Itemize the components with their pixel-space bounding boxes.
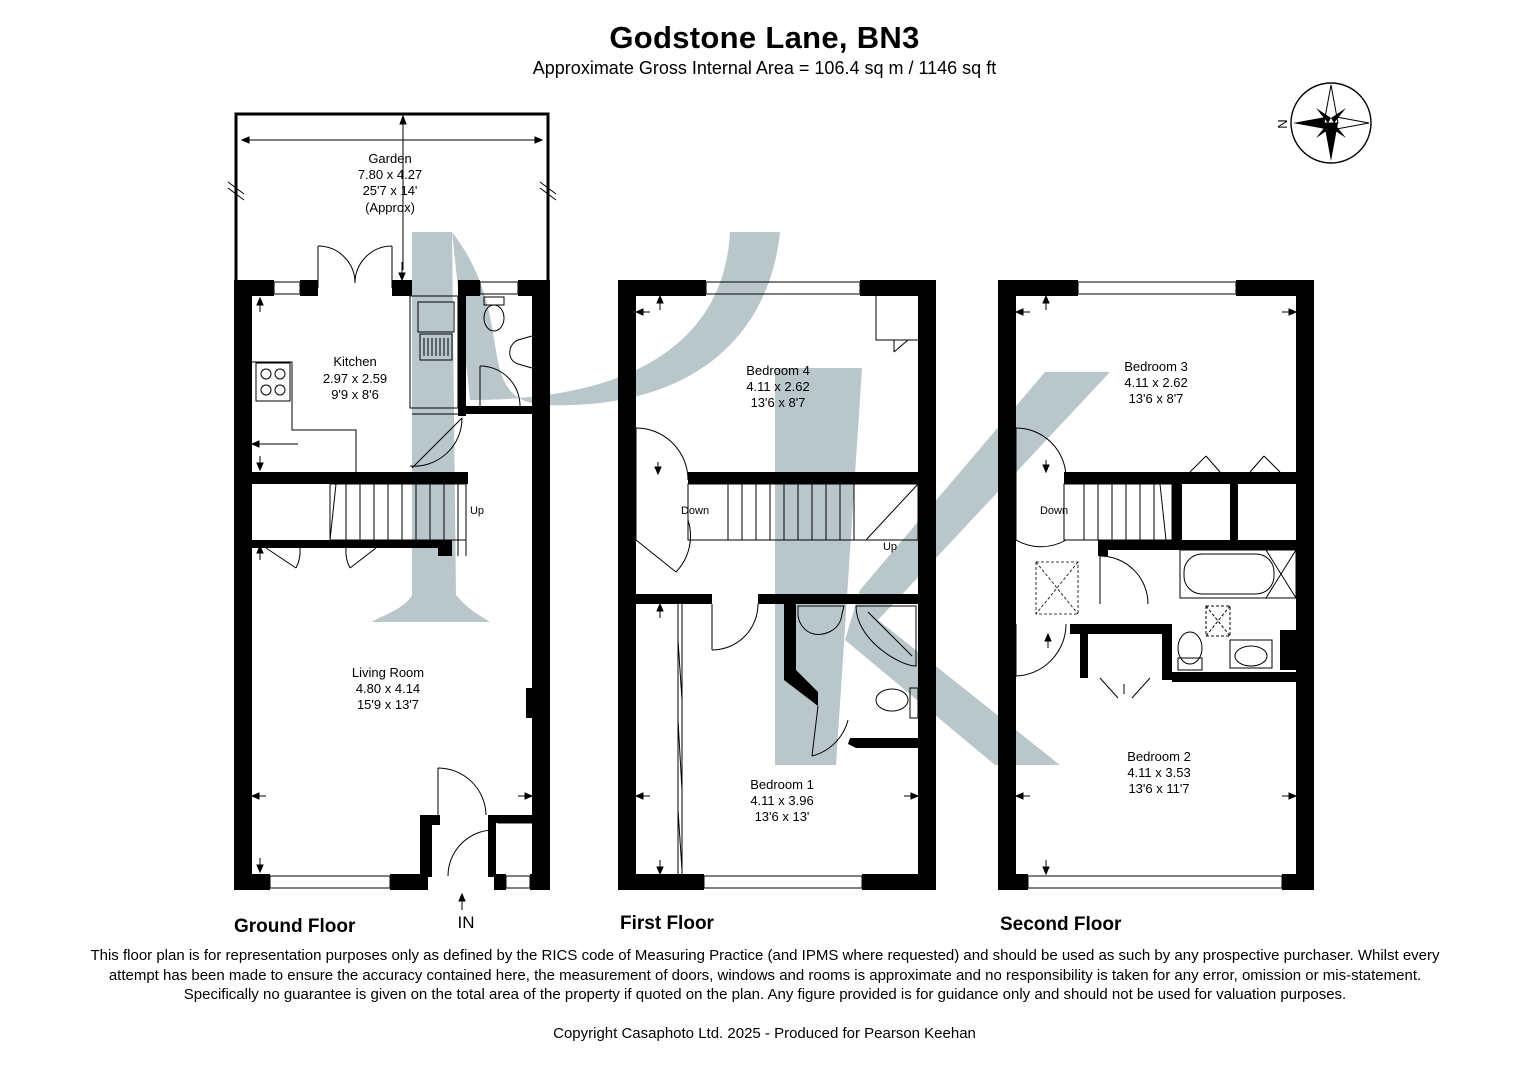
copyright-text: Copyright Casaphoto Ltd. 2025 - Produced… <box>553 1025 976 1042</box>
bedroom3-imperial: 13'6 x 8'7 <box>1129 391 1184 406</box>
first-dimension-arrows <box>634 294 920 876</box>
understairs-cupboard-doors <box>265 547 377 569</box>
ground-wc <box>479 296 533 407</box>
front-door <box>437 767 495 877</box>
entrance-label: IN <box>458 913 475 932</box>
first-floor-windows <box>703 281 863 889</box>
kitchen-door <box>409 413 463 469</box>
bedroom4-metric: 4.11 x 2.62 <box>746 379 809 394</box>
second-dimension-arrows <box>1014 294 1298 876</box>
ground-floor-label: Ground Floor <box>234 916 356 937</box>
kitchen-imperial: 9'9 x 8'6 <box>331 387 379 402</box>
living-room-metric: 4.80 x 4.14 <box>356 681 420 696</box>
second-skylight <box>1035 561 1079 615</box>
compass-rose-icon <box>1290 82 1372 164</box>
ground-dimension-arrows <box>250 262 534 910</box>
bedroom1-name: Bedroom 1 <box>750 777 814 792</box>
bedroom2-metric: 4.11 x 3.53 <box>1127 765 1190 780</box>
garden-outline <box>234 112 550 280</box>
garden-name: Garden <box>368 151 411 166</box>
bedroom1-door <box>711 603 759 651</box>
first-floor-label: First Floor <box>620 913 714 934</box>
second-floor-label: Second Floor <box>1000 914 1122 935</box>
living-room-name: Living Room <box>352 665 424 680</box>
ground-floor-windows <box>269 281 533 889</box>
kitchen-name: Kitchen <box>333 354 376 369</box>
garden-imperial: 25'7 x 14' <box>363 183 418 198</box>
bedroom2-imperial: 13'6 x 11'7 <box>1128 781 1189 796</box>
watermark-logo <box>372 232 1110 765</box>
room-labels: Garden 7.80 x 4.27 25'7 x 14' (Approx) K… <box>323 151 1191 932</box>
compass-north-label: N <box>1275 119 1290 128</box>
garden-dimension-arrows <box>227 114 557 270</box>
bedroom4-imperial: 13'6 x 8'7 <box>751 395 806 410</box>
second-bathroom <box>1177 549 1297 671</box>
bedroom1-metric: 4.11 x 3.96 <box>750 793 813 808</box>
first-floor-plan <box>618 280 936 890</box>
garden-note: (Approx) <box>365 200 415 215</box>
plan-title: Godstone Lane, BN3 <box>609 20 920 55</box>
garden-metric: 7.80 x 4.27 <box>358 167 422 182</box>
first-landing-door <box>635 427 692 573</box>
kitchen-units <box>252 295 459 472</box>
bedroom1-wardrobes <box>677 604 683 874</box>
bedroom4-cupboard <box>875 296 918 353</box>
kitchen-metric: 2.97 x 2.59 <box>323 371 387 386</box>
second-floor-plan <box>998 280 1314 890</box>
second-floor-walls <box>998 280 1314 890</box>
ground-stairs <box>329 483 467 556</box>
living-room-imperial: 15'9 x 13'7 <box>357 697 419 712</box>
second-stairs-down-label: Down <box>1040 505 1068 517</box>
second-floor-windows <box>1027 281 1283 889</box>
disclaimer-text: This floor plan is for representation pu… <box>90 947 1440 1003</box>
bedroom4-name: Bedroom 4 <box>746 363 810 378</box>
second-landing-doors <box>1015 427 1149 677</box>
ground-floor-plan <box>227 112 557 910</box>
bedroom3-name: Bedroom 3 <box>1124 359 1188 374</box>
first-stairs-down-label: Down <box>681 505 709 517</box>
ground-floor-walls <box>234 280 550 890</box>
first-floor-stairs <box>687 483 919 541</box>
kitchen-french-doors <box>317 245 393 288</box>
first-floor-walls <box>618 280 936 890</box>
bedroom3-metric: 4.11 x 2.62 <box>1124 375 1187 390</box>
second-floor-stairs <box>1063 483 1173 541</box>
ground-stairs-up-label: Up <box>470 505 484 517</box>
first-ensuite <box>797 605 919 757</box>
first-stairs-up-label: Up <box>883 541 897 553</box>
bedroom1-imperial: 13'6 x 13' <box>755 809 810 824</box>
gross-area: Approximate Gross Internal Area = 106.4 … <box>532 58 997 78</box>
bedroom2-name: Bedroom 2 <box>1127 749 1191 764</box>
second-cupboards <box>1099 455 1281 699</box>
